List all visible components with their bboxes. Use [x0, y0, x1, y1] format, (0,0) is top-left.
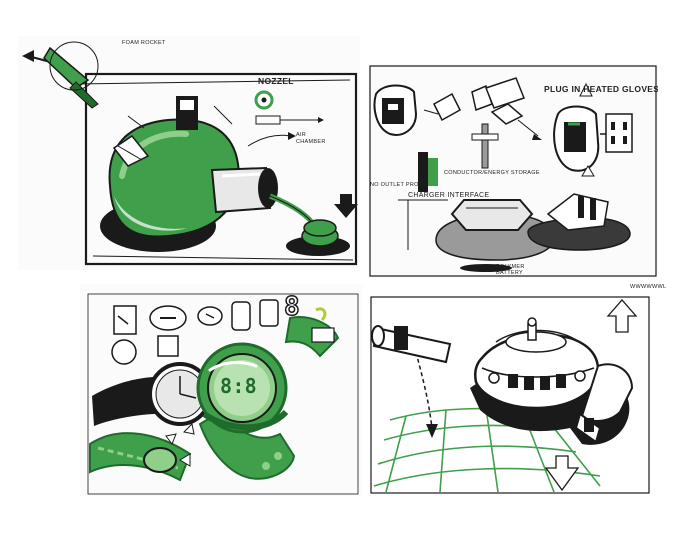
outlet-prong-label: NO OUTLET PRONG [370, 182, 428, 188]
watch-face-studies [111, 299, 279, 365]
battery-label-line1: POLYMER [496, 264, 525, 270]
vehicle-sketch [370, 296, 650, 494]
heated-gloves-sketch [369, 65, 657, 277]
gloves-title: PLUG IN HEATED GLOVES [544, 84, 658, 94]
nozzel-label: NOZZEL [258, 76, 294, 86]
green-watch-face-display: 8:8 [220, 374, 258, 398]
glove-icon [373, 84, 418, 136]
artist-signature: WWWWWWL [630, 284, 667, 290]
battery-label-line2: BATTERY [496, 270, 523, 276]
charger-interface-label: CHARGER INTERFACE [408, 192, 490, 199]
watch-sketch [87, 293, 359, 495]
conductor-label: CONDUCTOR/ENERGY STORAGE [444, 170, 540, 176]
rocket-launcher-sketch [22, 41, 358, 266]
foam-rocket-icon [22, 41, 99, 109]
digit-segment-display: 8 [283, 291, 300, 323]
air-chamber-label: AIR CHAMBER [296, 132, 326, 145]
rocket-launcher-panel: FOAM ROCKET NOZZEL AIR CHAMBER [18, 36, 360, 270]
vehicle-panel [370, 296, 650, 494]
foam-rocket-label: FOAM ROCKET [122, 40, 166, 46]
heated-gloves-panel: PLUG IN HEATED GLOVES CONDUCTOR/ENERGY S… [368, 64, 658, 278]
watch-panel: 8 8:8 [80, 284, 362, 496]
